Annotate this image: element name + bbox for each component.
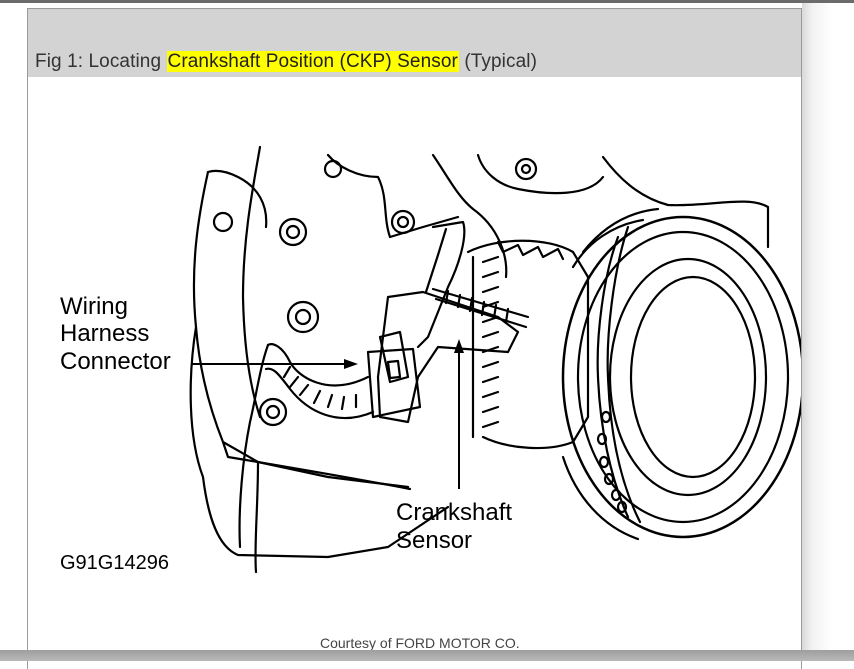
ckp-sensor-diagram: Wiring Harness Connector Crankshaft Sens…: [60, 145, 801, 574]
caption-prefix: Fig 1: Locating: [35, 51, 167, 72]
figure-caption: Fig 1: Locating Crankshaft Position (CKP…: [35, 51, 537, 73]
figure-panel: Fig 1: Locating Crankshaft Position (CKP…: [27, 8, 802, 669]
sensor-label-line1: Crankshaft: [396, 499, 512, 526]
bottom-scroll-edge: [0, 650, 854, 661]
wiring-label-line1: Wiring: [60, 293, 128, 320]
engine-line-art: [189, 145, 801, 574]
wiring-label-line2: Harness: [60, 320, 149, 347]
sensor-label-line2: Sensor: [396, 527, 472, 554]
caption-suffix: (Typical): [458, 51, 538, 72]
wiring-label-line3: Connector: [60, 348, 171, 375]
caption-highlight: Crankshaft Position (CKP) Sensor: [166, 51, 459, 72]
figure-id: G91G14296: [60, 552, 169, 574]
figure-credit: Courtesy of FORD MOTOR CO.: [320, 635, 520, 651]
callout-arrows: [191, 339, 464, 489]
page-shadow: [802, 3, 854, 653]
top-rule: [0, 0, 854, 3]
caption-bar: Fig 1: Locating Crankshaft Position (CKP…: [28, 9, 801, 77]
